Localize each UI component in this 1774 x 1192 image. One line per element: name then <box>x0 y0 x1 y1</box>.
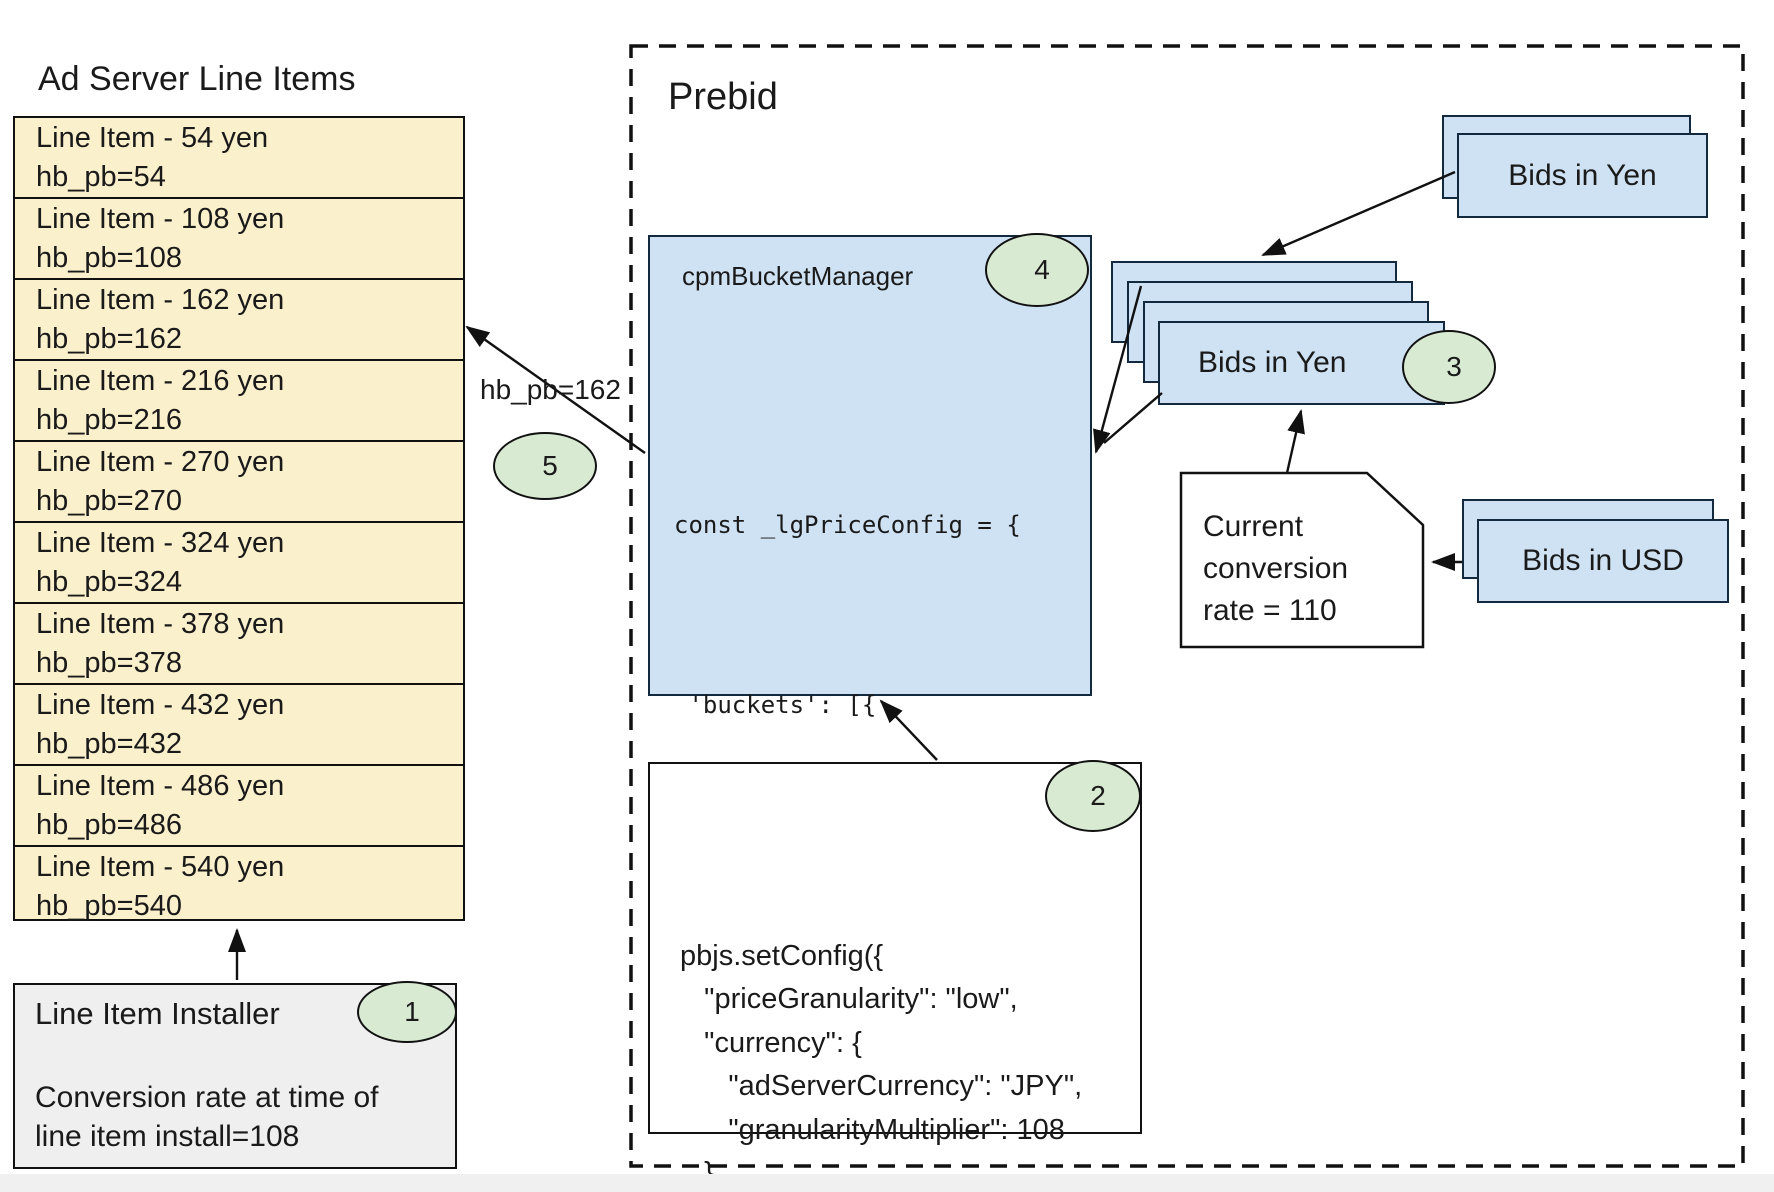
line-item-key: hb_pb=216 <box>36 404 182 436</box>
line-item-name: Line Item - 108 yen <box>36 203 285 235</box>
arrow-note-to-stack <box>1285 409 1305 474</box>
line-item-name: Line Item - 270 yen <box>36 446 285 478</box>
line-item-name: Line Item - 378 yen <box>36 608 285 640</box>
line-item-name: Line Item - 432 yen <box>36 689 285 721</box>
code-line: pbjs.setConfig({ <box>680 939 884 972</box>
conversion-note-line: Current <box>1203 510 1304 543</box>
step-1-badge: 1 <box>357 981 457 1043</box>
installer-note: Conversion rate at time of line item inst… <box>35 1078 379 1156</box>
conversion-rate-note-text: Current conversion rate = 110 <box>1203 506 1348 632</box>
conversion-note-line: conversion <box>1203 552 1349 585</box>
step-2-badge: 2 <box>1045 760 1141 832</box>
line-item-row: Line Item - 540 yen hb_pb=540 <box>15 847 463 926</box>
step-3-badge: 3 <box>1402 330 1496 404</box>
line-item-name: Line Item - 486 yen <box>36 770 285 802</box>
line-item-row: Line Item - 270 yen hb_pb=270 <box>15 442 463 523</box>
line-item-key: hb_pb=486 <box>36 809 182 841</box>
code-line: "currency": { <box>680 1026 862 1059</box>
code-line: const _lgPriceConfig = { <box>674 511 1021 539</box>
line-item-row: Line Item - 378 yen hb_pb=378 <box>15 604 463 685</box>
line-item-name: Line Item - 54 yen <box>36 122 269 154</box>
hb-pb-arrow-label: hb_pb=162 <box>480 374 621 405</box>
line-item-name: Line Item - 162 yen <box>36 284 285 316</box>
conversion-note-line: rate = 110 <box>1203 594 1337 627</box>
bids-in-yen-top-label: Bids in Yen <box>1508 158 1657 192</box>
line-item-key: hb_pb=378 <box>36 647 182 679</box>
cpm-box-title: cpmBucketManager <box>682 261 914 291</box>
code-line: "priceGranularity": "low", <box>680 983 1018 1015</box>
line-item-key: hb_pb=324 <box>36 566 182 598</box>
line-item-row: Line Item - 54 yen hb_pb=54 <box>15 118 463 199</box>
line-item-key: hb_pb=270 <box>36 485 182 517</box>
line-item-key: hb_pb=54 <box>36 161 166 193</box>
bottom-page-strip <box>0 1174 1774 1192</box>
code-line: } <box>680 1157 714 1189</box>
installer-note-line: Conversion rate at time of <box>35 1081 379 1114</box>
line-item-table: Line Item - 54 yen hb_pb=54 Line Item - … <box>13 116 465 922</box>
code-line: 'buckets': [{ <box>674 691 877 719</box>
arrow-yen-top-to-stack <box>1261 170 1456 257</box>
ad-server-title: Ad Server Line Items <box>38 60 356 98</box>
line-item-row: Line Item - 324 yen hb_pb=324 <box>15 523 463 604</box>
step-5-badge: 5 <box>493 432 597 500</box>
bids-in-usd-card: Bids in USD <box>1477 519 1729 603</box>
installer-title: Line Item Installer <box>35 996 280 1031</box>
line-item-row: Line Item - 486 yen hb_pb=486 <box>15 766 463 847</box>
line-item-name: Line Item - 540 yen <box>36 851 285 883</box>
line-item-row: Line Item - 162 yen hb_pb=162 <box>15 280 463 361</box>
bids-in-yen-stack-label: Bids in Yen <box>1198 346 1347 379</box>
pbjs-code-block: pbjs.setConfig({ "priceGranularity": "lo… <box>680 804 1082 1192</box>
line-item-name: Line Item - 324 yen <box>36 527 285 559</box>
line-item-row: Line Item - 108 yen hb_pb=108 <box>15 199 463 280</box>
step-4-badge: 4 <box>985 233 1089 307</box>
line-item-key: hb_pb=162 <box>36 323 182 355</box>
code-line: "granularityMultiplier": 108 <box>680 1113 1065 1146</box>
installer-note-line: line item install=108 <box>35 1120 300 1153</box>
line-item-key: hb_pb=108 <box>36 242 182 274</box>
code-line: "adServerCurrency": "JPY", <box>680 1070 1083 1102</box>
prebid-title: Prebid <box>668 76 778 118</box>
line-item-key: hb_pb=432 <box>36 728 182 760</box>
line-item-key: hb_pb=540 <box>36 890 182 922</box>
line-item-row: Line Item - 216 yen hb_pb=216 <box>15 361 463 442</box>
arrow-yen-stack-to-cpm-b <box>1103 392 1163 444</box>
bids-in-usd-label: Bids in USD <box>1522 544 1684 577</box>
bids-in-yen-top-card: Bids in Yen <box>1457 133 1708 218</box>
line-item-row: Line Item - 432 yen hb_pb=432 <box>15 685 463 766</box>
line-item-name: Line Item - 216 yen <box>36 365 285 397</box>
